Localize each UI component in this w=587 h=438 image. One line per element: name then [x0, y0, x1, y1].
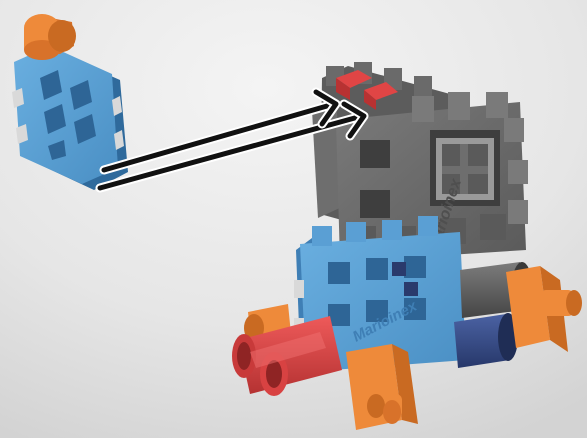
navy-tube [454, 313, 518, 368]
